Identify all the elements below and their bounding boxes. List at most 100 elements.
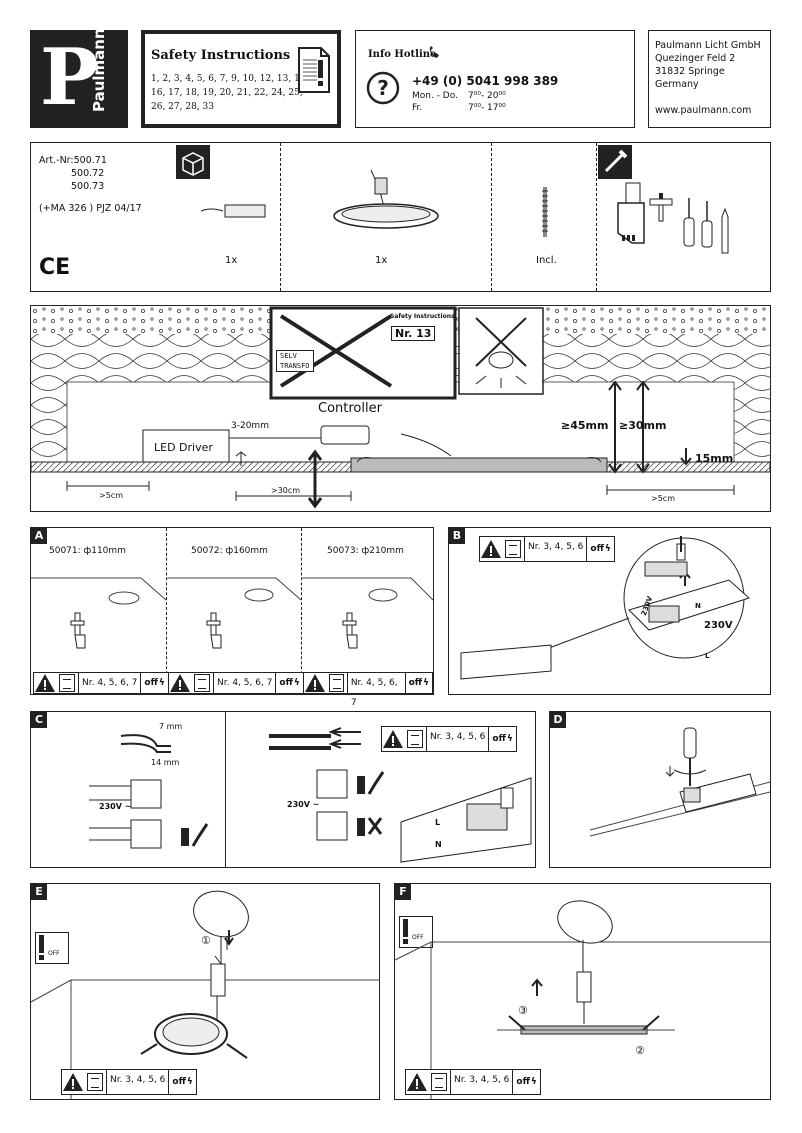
warning-triangle-icon bbox=[407, 1073, 427, 1091]
selv-line-2: TRANSFO bbox=[280, 362, 310, 370]
svg-text:?: ? bbox=[377, 76, 389, 100]
selv-label: SELV TRANSFO bbox=[276, 350, 314, 372]
controller-label: Controller bbox=[318, 401, 382, 416]
nr-a3: Nr. 4, 5, 6, 7 bbox=[346, 673, 406, 708]
safety-title: Safety Instructions bbox=[151, 48, 291, 63]
pencil-icon bbox=[721, 207, 729, 254]
recessed-lamp-icon bbox=[333, 169, 439, 229]
nr-e: Nr. 3, 4, 5, 6 bbox=[106, 1070, 170, 1094]
wire-stripping-drawing bbox=[89, 727, 532, 863]
info-hotline-box: Info Hotline ? +49 (0) 5041 998 389 Mon.… bbox=[355, 30, 635, 128]
off-text-a2: off bbox=[279, 678, 293, 688]
ce-mark: CE bbox=[39, 255, 71, 280]
voltage-c2: 230V ~ bbox=[287, 800, 320, 809]
model-50073: 50073: ф210mm bbox=[327, 546, 404, 556]
off-text-c: off bbox=[492, 734, 506, 744]
website[interactable]: www.paulmann.com bbox=[655, 105, 752, 116]
article-number-2: 500.72 bbox=[71, 168, 105, 179]
terminal-l-b: L bbox=[705, 652, 710, 660]
power-off-icon-f: OFF bbox=[399, 916, 433, 948]
warning-triangle-icon bbox=[63, 1073, 83, 1091]
terminal-l-c: L bbox=[435, 818, 441, 827]
question-bubble-icon: ? bbox=[366, 71, 400, 105]
qty-driver: 1x bbox=[225, 255, 238, 266]
power-off-icon-e: OFF bbox=[35, 932, 69, 964]
nr-a1: Nr. 4, 5, 6, 7 bbox=[78, 673, 142, 693]
terminal-n-c: N bbox=[435, 840, 442, 849]
nr-a2: Nr. 4, 5, 6, 7 bbox=[213, 673, 277, 693]
dist-30mm: ≥30mm bbox=[619, 419, 667, 432]
phone-icon bbox=[429, 46, 439, 58]
hotline-days-2: Fr. bbox=[412, 103, 423, 113]
nr-f: Nr. 3, 4, 5, 6 bbox=[450, 1070, 514, 1094]
dist-15mm: 15mm bbox=[695, 452, 734, 465]
document-warning-icon bbox=[298, 47, 330, 93]
circle-1-e: ① bbox=[201, 934, 211, 947]
document-icon bbox=[87, 1073, 103, 1091]
lightning-icon: ϟ bbox=[506, 734, 513, 744]
strip-14mm: 14 mm bbox=[151, 758, 180, 767]
screwdriver-2-icon bbox=[701, 201, 713, 248]
circle-2-f: ② bbox=[635, 1044, 645, 1057]
dist-5cm-left: >5cm bbox=[99, 491, 123, 500]
document-icon bbox=[431, 1073, 447, 1091]
hotline-hours-1: 7⁰⁰- 20⁰⁰ bbox=[468, 91, 506, 101]
article-number-3: 500.73 bbox=[71, 181, 105, 192]
dist-45mm: ≥45mm bbox=[561, 419, 609, 432]
hotline-phone: +49 (0) 5041 998 389 bbox=[412, 74, 559, 88]
voltage-230v-b: 230V bbox=[704, 620, 733, 631]
lightning-icon: ϟ bbox=[604, 544, 611, 554]
tools-icon bbox=[598, 145, 632, 179]
screwdriver-icon bbox=[683, 198, 695, 247]
safety-numbers-1: 1, 2, 3, 4, 5, 6, 7, 9, 10, 12, 13, 15, bbox=[151, 74, 309, 84]
hotline-days-1: Mon. - Do. bbox=[412, 91, 458, 101]
strip-7mm: 7 mm bbox=[159, 722, 183, 731]
terminal-n-b: N bbox=[695, 602, 701, 610]
dist-5cm-right: >5cm bbox=[651, 494, 675, 503]
model-50071: 50071: ф110mm bbox=[49, 546, 126, 556]
logo-brand: Paulmann bbox=[90, 28, 108, 112]
circle-3-f: ③ bbox=[518, 1004, 528, 1017]
step-d-panel: D bbox=[549, 711, 771, 868]
divider-1 bbox=[280, 143, 281, 291]
warning-triangle-icon bbox=[305, 674, 325, 692]
qty-screws: Incl. bbox=[536, 255, 557, 266]
step-b-label: B bbox=[449, 528, 465, 544]
voltage-c1: 230V ~ bbox=[99, 802, 132, 811]
lightning-icon: ϟ bbox=[158, 678, 165, 688]
warning-triangle-icon bbox=[481, 540, 501, 558]
step-e-label: E bbox=[31, 884, 47, 900]
screws-icon bbox=[542, 187, 548, 237]
address-line-2: Quezinger Feld 2 bbox=[655, 53, 736, 64]
off-text-f2: off bbox=[516, 1077, 530, 1087]
off-text-a3: off bbox=[408, 678, 423, 688]
document-icon bbox=[505, 540, 521, 558]
package-icon bbox=[176, 145, 210, 179]
step-c-panel: C 7 mm 14 mm 230V ~ 230V ~ Nr. 3, 4, 5, … bbox=[30, 711, 536, 868]
step-d-label: D bbox=[550, 712, 566, 728]
selv-line-1: SELV bbox=[280, 352, 297, 360]
safety-numbers-3: 26, 27, 28, 33 bbox=[151, 102, 214, 112]
dist-30cm: >30cm bbox=[271, 486, 301, 495]
warning-triangle-icon bbox=[170, 674, 190, 692]
paulmann-logo: P Paulmann bbox=[30, 28, 128, 128]
lightning-icon: ϟ bbox=[423, 678, 429, 688]
step-a-panel: A 50071: ф110mm 50072: ф160mm 50073: ф21… bbox=[30, 527, 434, 708]
lightning-icon: ϟ bbox=[530, 1077, 537, 1087]
off-text-b: off bbox=[590, 544, 604, 554]
lamp-install-drawing bbox=[30, 890, 379, 1099]
